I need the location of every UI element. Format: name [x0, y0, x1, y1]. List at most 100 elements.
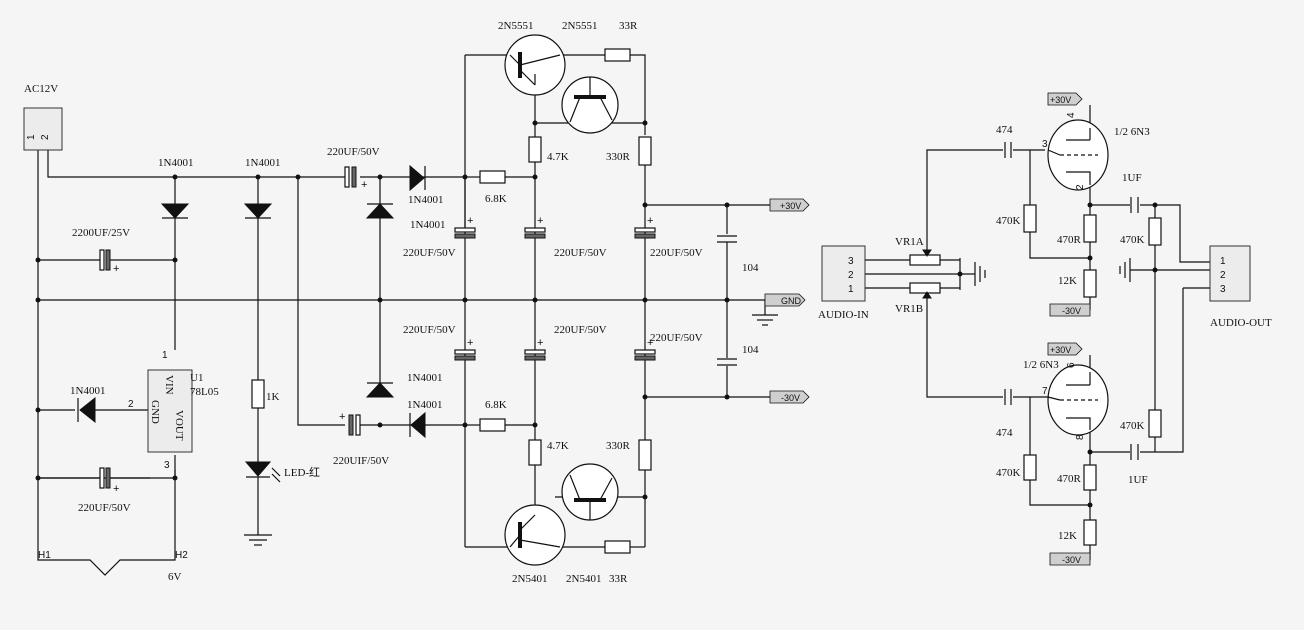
cap-in-neg: + — [339, 411, 361, 436]
junction-dots — [35, 120, 1158, 508]
tube-top-tail-r — [1083, 269, 1097, 298]
pot-vr1a — [909, 254, 941, 266]
tube-top-minus-tag — [1049, 303, 1091, 317]
tube-top-out-cap — [1130, 197, 1139, 213]
tube-bot-minus: -30V — [1062, 555, 1081, 565]
transistor-q4-icon — [561, 463, 619, 521]
q4-label: 2N5401 — [566, 573, 601, 585]
cap-pos1: + — [454, 215, 476, 239]
svg-text:+: + — [537, 215, 543, 227]
tube-top-name: 1/2 6N3 — [1114, 126, 1150, 138]
cap-104a — [715, 234, 739, 243]
tube-bot-name: 1/2 6N3 — [1023, 359, 1059, 371]
rail-tag-gnd — [764, 293, 806, 307]
tube-top-pin-g: 3 — [1042, 139, 1048, 150]
svg-text:+: + — [467, 215, 473, 227]
diode-d6-label: 1N4001 — [407, 399, 442, 411]
tube-bot-tail-r — [1083, 519, 1097, 546]
reg-pin2: 2 — [128, 399, 134, 410]
audio-out-pin-3: 3 — [1220, 284, 1226, 295]
cap-pos2-label: 220UF/50V — [554, 247, 607, 259]
svg-text:+: + — [339, 411, 345, 423]
rail-gnd-label: GND — [781, 296, 802, 306]
r68a-label: 6.8K — [485, 193, 507, 205]
tube-top-icon — [1047, 119, 1109, 191]
tube-bot-out-cap-label: 1UF — [1128, 474, 1148, 486]
tube-top-plus: +30V — [1050, 95, 1071, 105]
audio-in-pin-3: 3 — [848, 256, 854, 267]
heater-voltage: 6V — [168, 571, 182, 583]
pot-vr1b — [909, 282, 941, 294]
diode-d1-label: 1N4001 — [158, 157, 193, 169]
tube-bot-grid-r-label: 470K — [996, 467, 1021, 479]
cap-neg3: + — [634, 337, 656, 361]
r330a-label: 330R — [606, 151, 631, 163]
r-68-bot — [479, 418, 506, 432]
svg-text:+: + — [647, 215, 653, 227]
rail-neg-label: -30V — [781, 393, 800, 403]
rail-tag-pos — [769, 198, 810, 212]
r47b-label: 4.7K — [547, 440, 569, 452]
diode-d7 — [77, 396, 96, 424]
tube-top-pin-k: 2 — [1075, 184, 1086, 190]
tube-bot-plus-tag — [1047, 342, 1083, 356]
tube-bot-grid-r — [1023, 454, 1037, 481]
diode-d1 — [160, 203, 190, 219]
tube-top-out-r — [1148, 217, 1162, 246]
diode-d2-label: 1N4001 — [245, 157, 280, 169]
tube-bot-out-r — [1148, 409, 1162, 438]
heater-h2: H2 — [175, 550, 188, 561]
r-33-top — [604, 48, 631, 62]
cap-reg: + — [99, 467, 119, 495]
q2-label: 2N5551 — [562, 20, 597, 32]
svg-text:+: + — [113, 483, 119, 495]
tube-top-out-r-label: 470K — [1120, 234, 1145, 246]
tube-bot-pin-k: 8 — [1075, 434, 1086, 440]
diode-d4-label: 1N4001 — [410, 219, 445, 231]
cap-main-label: 2200UF/25V — [72, 227, 130, 239]
audio-out-connector — [1209, 245, 1251, 302]
audio-in-pin-2: 2 — [848, 270, 854, 281]
cap-in-neg-label: 220UIF/50V — [333, 455, 389, 467]
reg-vout: VOUT — [173, 410, 185, 441]
svg-text:+: + — [647, 337, 653, 349]
diode-d2 — [243, 203, 273, 219]
tube-top-cap — [1004, 142, 1012, 158]
tube-top-minus: -30V — [1062, 306, 1081, 316]
ac-label: AC12V — [24, 83, 58, 95]
cap-neg1-label: 220UF/50V — [403, 324, 456, 336]
audio-in-connector — [821, 245, 866, 302]
tube-top-cath-r-label: 470R — [1057, 234, 1082, 246]
transistor-q2-icon — [561, 76, 619, 134]
pot-vr1a-wiper-icon — [922, 249, 932, 257]
tube-top-cap-label: 474 — [996, 124, 1013, 136]
audio-out-pin-2: 2 — [1220, 270, 1226, 281]
tube-bot-minus-tag — [1049, 552, 1091, 566]
diode-d7-label: 1N4001 — [70, 385, 105, 397]
reg-part: 78L05 — [190, 386, 219, 398]
reg-vin: VIN — [163, 375, 175, 395]
cap-in-pos-label: 220UF/50V — [327, 146, 380, 158]
cap-104b-label: 104 — [742, 344, 759, 356]
wires — [37, 54, 1210, 576]
cap-pos1-label: 220UF/50V — [403, 247, 456, 259]
diode-d3-label: 1N4001 — [408, 194, 443, 206]
r33-bot-label: 33R — [609, 573, 628, 585]
tube-bot-cap-label: 474 — [996, 427, 1013, 439]
r68b-label: 6.8K — [485, 399, 507, 411]
heater-h1: H1 — [38, 550, 51, 561]
cap-main: + — [99, 249, 119, 275]
reg-gnd: GND — [149, 400, 161, 424]
rail-pos-label: +30V — [780, 201, 801, 211]
audio-out-pin-1: 1 — [1220, 256, 1226, 267]
r-68-top — [479, 170, 506, 184]
audio-out-label: AUDIO-OUT — [1210, 317, 1272, 329]
cap-in-pos: + — [344, 166, 367, 191]
pot-vr1b-wiper-icon — [922, 291, 932, 299]
tube-bot-cath-r-label: 470R — [1057, 473, 1082, 485]
r-330-bot — [638, 439, 652, 471]
led-icon — [244, 461, 281, 483]
cap-104b — [715, 358, 739, 366]
